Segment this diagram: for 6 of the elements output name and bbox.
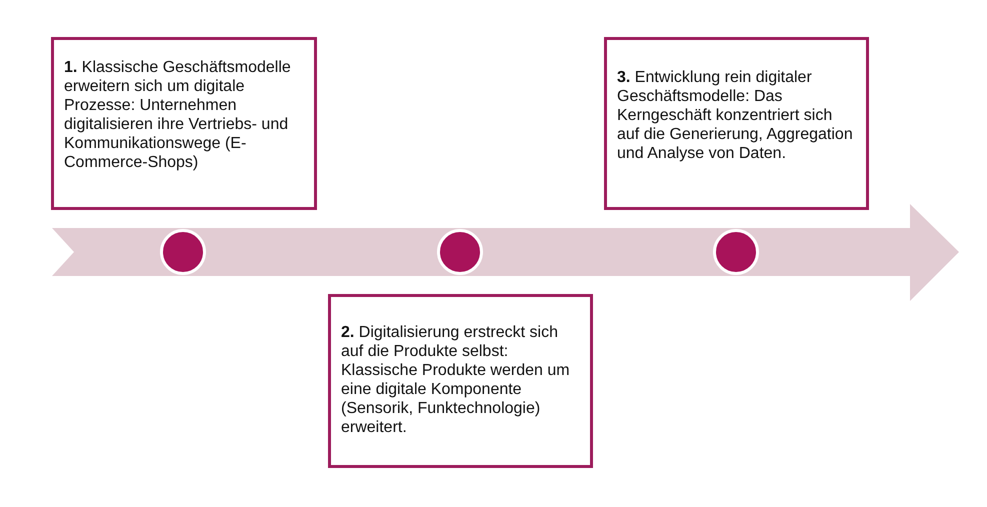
milestone-box xyxy=(51,37,317,210)
milestone-text: 2. Digitalisierung erstreckt sich auf die Produkte selbst: Klassische Produkte werden um eine digitale Komponente (Sensorik, Funktechnologie) erweitert. xyxy=(341,323,571,437)
milestone-box xyxy=(328,294,593,468)
milestone-text: 1. Klassische Geschäftsmodelle erweitern sich um digitale Prozesse: Unternehmen digitalisieren ihre Vertriebs- und Kommunikationswege (E-Commerce-Shops) xyxy=(64,58,292,172)
milestone-text: 3. Entwicklung rein digitaler Geschäftsmodelle: Das Kerngeschäft konzentriert sich auf die Generierung, Aggregation und Analyse von Daten. xyxy=(617,68,854,163)
milestone-box xyxy=(604,37,869,210)
